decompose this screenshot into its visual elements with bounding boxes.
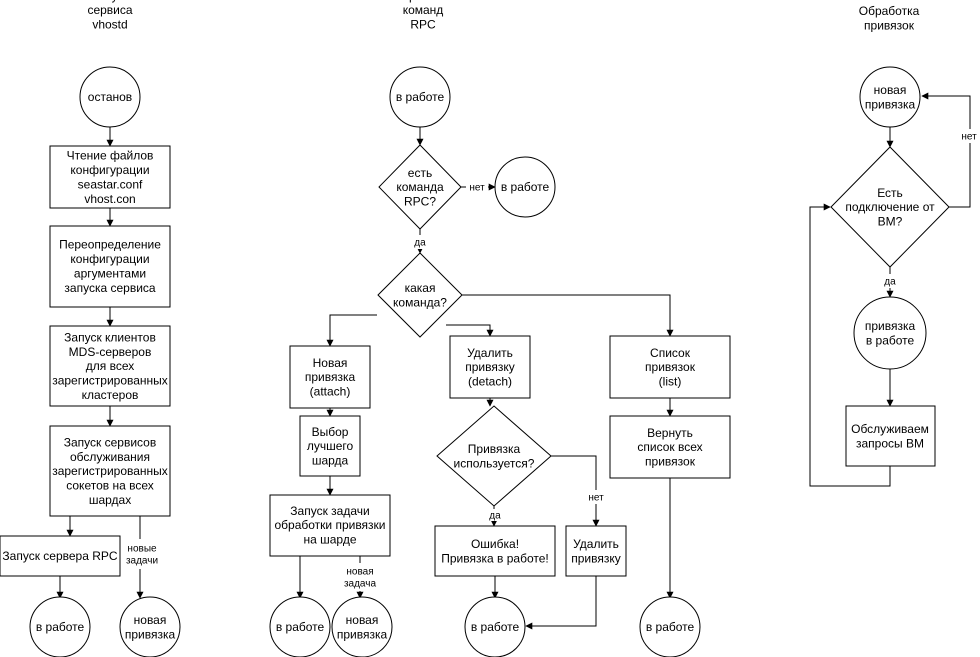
- edge-whichcmd-to-detach: [446, 324, 494, 337]
- node-c1-stop: останов: [79, 66, 141, 128]
- svg-text:в работе: в работе: [36, 620, 85, 634]
- node-c1-working: в работе: [29, 596, 91, 657]
- svg-text:да: да: [489, 511, 501, 522]
- edge-serve-loop-back: [809, 203, 891, 487]
- node-c2-working-right: в работе: [494, 156, 556, 218]
- svg-text:в работе: в работе: [396, 90, 445, 104]
- column-title-vhostd: Запусксервисаvhostd: [87, 0, 132, 32]
- edge-label-yes-inuse: да: [486, 509, 504, 522]
- edges: [56, 92, 971, 630]
- svg-text:нет: нет: [469, 183, 485, 194]
- edge-label-yes-conn: да: [880, 274, 900, 288]
- node-c1-start-rpc-server: Запуск сервера RPC: [0, 535, 121, 577]
- edge-delete-to-working: [525, 576, 597, 630]
- edge-whichcmd-to-attach: [326, 314, 377, 347]
- svg-text:Ошибка!Привязка в работе!: Ошибка!Привязка в работе!: [441, 537, 548, 565]
- node-c2-error: Ошибка!Привязка в работе!: [434, 525, 556, 577]
- edge-label-no-conn: нет: [957, 129, 980, 143]
- node-c2-working-detach: в работе: [464, 596, 526, 657]
- edge-label-no-inuse: нет: [583, 490, 609, 504]
- svg-text:останов: останов: [88, 90, 132, 104]
- edge-hasconn-no-loop: [921, 92, 971, 208]
- column-title-rpc: ОбработкакомандRPC: [393, 0, 454, 32]
- svg-text:в работе: в работе: [276, 620, 325, 634]
- edge-label-no-rpc: нет: [466, 180, 488, 194]
- edge-label-yes-rpc: да: [410, 235, 430, 249]
- edge-whichcmd-to-list: [462, 294, 674, 337]
- svg-text:в работе: в работе: [646, 620, 695, 634]
- svg-text:нет: нет: [961, 132, 977, 143]
- node-c2-working: в работе: [389, 66, 451, 128]
- node-c2-working-list: в работе: [639, 596, 701, 657]
- svg-text:да: да: [414, 238, 426, 249]
- svg-text:нет: нет: [588, 493, 604, 504]
- svg-text:да: да: [884, 277, 896, 288]
- svg-text:в работе: в работе: [471, 620, 520, 634]
- svg-text:Запуск сервера RPC: Запуск сервера RPC: [2, 549, 117, 563]
- svg-text:в работе: в работе: [501, 180, 550, 194]
- node-c2-working-attach: в работе: [269, 596, 331, 657]
